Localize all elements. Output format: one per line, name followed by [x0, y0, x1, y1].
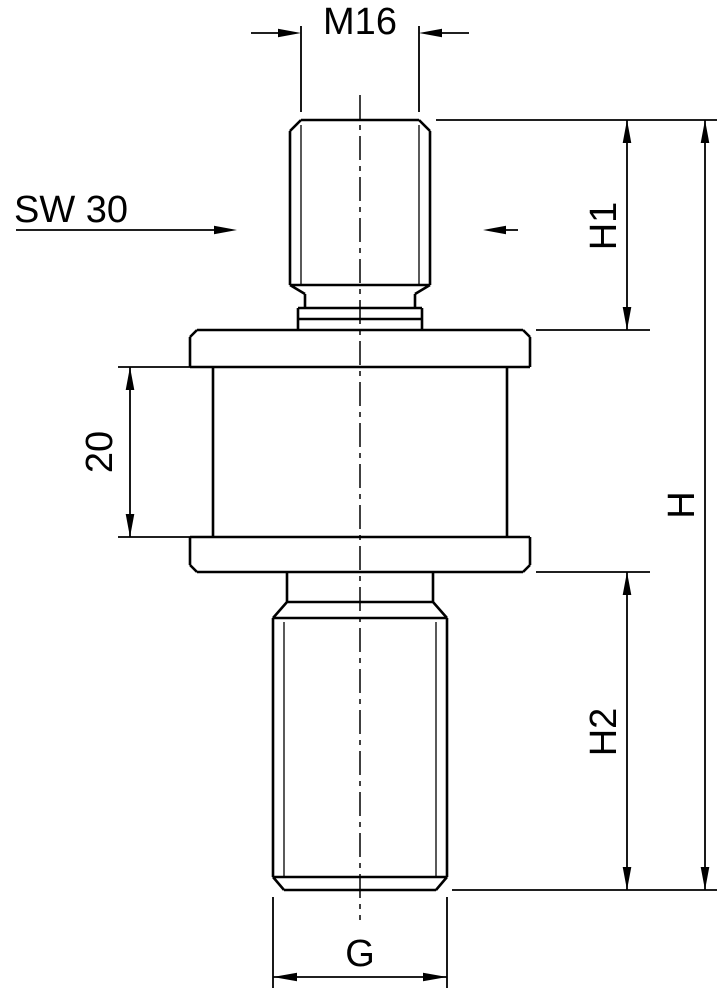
label-hex-height: 20 — [79, 431, 121, 473]
dim-h2-lines — [452, 571, 717, 891]
label-height-total: H — [661, 491, 703, 518]
dim-h1-lines — [436, 119, 717, 331]
dim-h1-arrow-bottom — [622, 307, 632, 330]
dim-20-lines — [118, 366, 206, 538]
label-wrench-size: SW 30 — [14, 189, 128, 231]
dim-h1 — [436, 119, 717, 331]
part-view — [188, 95, 532, 920]
dim-h — [700, 120, 710, 890]
dim-m16 — [251, 26, 469, 112]
dim-h1-arrow-top — [622, 120, 632, 143]
dim-h-arrow-bottom — [700, 867, 710, 890]
top-stud-thread-minor-lines — [300, 125, 420, 285]
dim-h-arrow-top — [700, 120, 710, 143]
dim-sw30 — [16, 225, 518, 235]
bottom-stud-thread-minor-lines — [283, 622, 437, 877]
dim-g-arrow-right — [423, 972, 447, 982]
dim-m16-arrow-right — [419, 28, 442, 38]
dim-20-arrow-bottom — [125, 514, 135, 537]
dim-sw30-arrow-left — [214, 225, 237, 235]
labels: M16 SW 30 20 H1 H H2 G — [14, 1, 703, 975]
dim-m16-lines — [251, 26, 469, 112]
dim-h2-arrow-top — [622, 572, 632, 595]
label-height-h2: H2 — [583, 708, 625, 757]
label-height-h1: H1 — [583, 202, 625, 251]
dim-h2 — [452, 571, 717, 891]
dim-g-lines — [272, 897, 448, 988]
dim-20-arrow-top — [125, 367, 135, 390]
dim-h2-arrow-bottom — [622, 867, 632, 890]
label-bottom-thread: G — [345, 933, 375, 975]
dim-g-arrow-left — [273, 972, 297, 982]
dim-m16-arrow-left — [278, 28, 301, 38]
dim-20 — [118, 366, 206, 538]
linework — [16, 26, 717, 988]
label-top-thread: M16 — [323, 1, 397, 43]
dim-g — [272, 897, 448, 988]
dim-sw30-arrow-right — [483, 225, 506, 235]
